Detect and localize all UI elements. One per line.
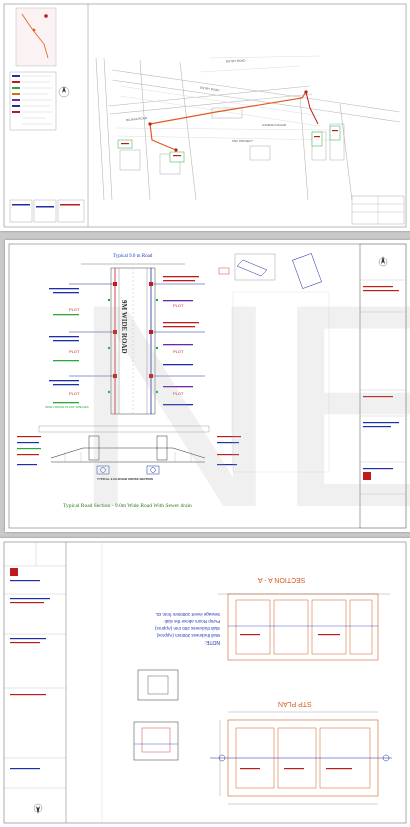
note-line: Slab thickness 200 mm (Approx) <box>154 626 220 631</box>
plot-label: PLOT <box>69 391 80 396</box>
plot-label: PLOT <box>173 391 184 396</box>
note-line: Sewage invert 1000mm from GL <box>155 612 220 617</box>
stp-plan-title: STP PLAN <box>278 700 312 707</box>
section-aa-title: SECTION A - A <box>258 576 306 583</box>
layout-plan-drawing <box>3 3 407 228</box>
street-label: GANESH NAGAR <box>262 123 287 127</box>
greenery-note: OPEN SPACE PLANT SPECIES <box>45 405 89 409</box>
stp-note-block: NOTE: Wall thickness 200mm (Approx) Slab… <box>150 606 220 645</box>
plot-label: PLOT <box>69 307 80 312</box>
note-line: Pump Room above the slab <box>164 619 220 624</box>
road-label: 9M WIDE ROAD <box>120 300 128 354</box>
plot-label: PLOT <box>173 349 184 354</box>
note-line: Wall thickness 200mm (Approx) <box>156 633 220 638</box>
street-label: SNK PROJECT <box>232 139 254 143</box>
road-section-sheet: Typical 9.0 m Road 9M WIDE ROAD PLOT PLO… <box>5 240 410 532</box>
cross-section-label: TYPICAL 9.0m ROAD CROSS SECTION <box>97 477 153 481</box>
plot-label: PLOT <box>69 349 80 354</box>
drawing-bottom-title: Typical Road Section - 9.0m Wide Road Wi… <box>63 503 192 509</box>
layout-plan-sheet: ENTRY ROAD ENTRY ROAD RAJASA ROAD GANESH… <box>0 0 410 231</box>
stp-plan-drawing <box>3 541 407 824</box>
road-section-drawing <box>8 243 407 529</box>
stp-plan-sheet: NOTE: Wall thickness 200mm (Approx) Slab… <box>0 538 410 827</box>
note-heading: NOTE: <box>204 639 220 645</box>
plot-label: PLOT <box>173 303 184 308</box>
section-top-title: Typical 9.0 m Road <box>113 254 153 259</box>
